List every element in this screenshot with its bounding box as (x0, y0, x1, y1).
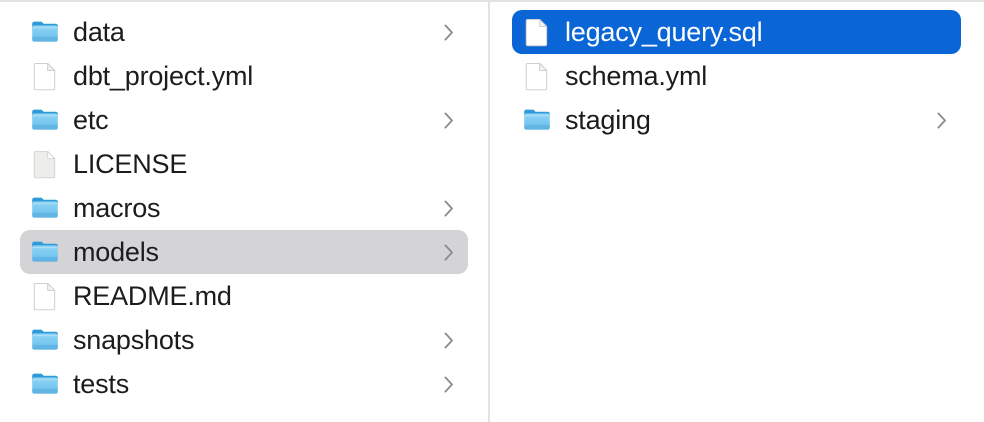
chevron-right-icon (440, 109, 458, 131)
list-item-label: schema.yml (565, 61, 708, 91)
list-item[interactable]: LICENSE (20, 142, 468, 186)
file-icon (523, 59, 551, 93)
file-icon (31, 279, 59, 313)
chevron-right-icon (440, 21, 458, 43)
folder-icon (31, 15, 59, 49)
list-item[interactable]: tests (20, 362, 468, 406)
chevron-right-icon (933, 109, 951, 131)
list-item[interactable]: etc (20, 98, 468, 142)
list-item-label: data (73, 17, 125, 47)
list-item-label: LICENSE (73, 149, 188, 179)
list-item[interactable]: macros (20, 186, 468, 230)
list-item[interactable]: staging (512, 98, 961, 142)
folder-icon (523, 103, 551, 137)
list-item-label: dbt_project.yml (73, 61, 254, 91)
chevron-right-icon (440, 373, 458, 395)
chevron-right-icon (440, 329, 458, 351)
list-item[interactable]: models (20, 230, 468, 274)
file-icon (31, 59, 59, 93)
list-item-label: legacy_query.sql (565, 17, 763, 47)
folder-icon (31, 367, 59, 401)
folder-icon (31, 235, 59, 269)
list-item-label: staging (565, 105, 651, 135)
list-item-label: etc (73, 105, 109, 135)
folder-icon (31, 103, 59, 137)
folder-icon (31, 323, 59, 357)
file-generic-icon (31, 147, 59, 181)
list-item[interactable]: snapshots (20, 318, 468, 362)
list-item-label: tests (73, 369, 130, 399)
list-item[interactable]: schema.yml (512, 54, 961, 98)
list-item-label: models (73, 237, 159, 267)
list-item-label: README.md (73, 281, 232, 311)
list-item[interactable]: data (20, 10, 468, 54)
column-models-folder: legacy_query.sql schema.yml staging (490, 2, 982, 422)
file-icon (523, 15, 551, 49)
list-item[interactable]: dbt_project.yml (20, 54, 468, 98)
list-item[interactable]: README.md (20, 274, 468, 318)
list-item[interactable]: legacy_query.sql (512, 10, 961, 54)
list-item-label: macros (73, 193, 161, 223)
list-item-label: snapshots (73, 325, 195, 355)
folder-icon (31, 191, 59, 225)
chevron-right-icon (440, 241, 458, 263)
chevron-right-icon (440, 197, 458, 219)
